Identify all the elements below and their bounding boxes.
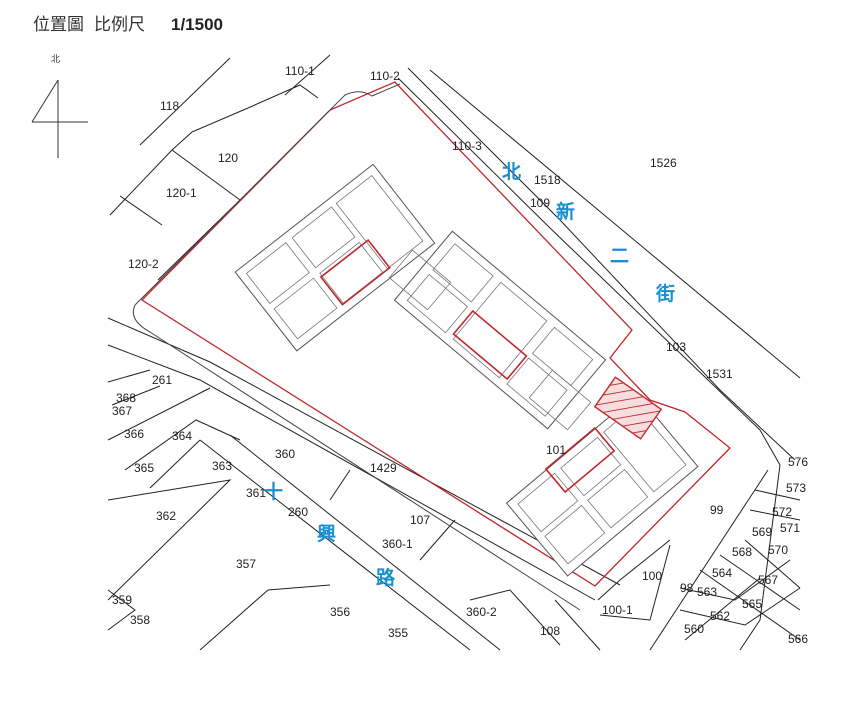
lot-label: 565 bbox=[742, 597, 762, 611]
lot-label: 359 bbox=[112, 593, 132, 607]
lot-label: 571 bbox=[780, 521, 800, 535]
lot-label: 366 bbox=[124, 427, 144, 441]
map-title: 位置圖 bbox=[33, 15, 84, 35]
lot-label: 568 bbox=[732, 545, 752, 559]
lot-label: 261 bbox=[152, 373, 172, 387]
street-label-char: 興 bbox=[317, 523, 336, 545]
lot-label: 368 bbox=[116, 391, 136, 405]
lot-label: 357 bbox=[236, 557, 256, 571]
scale-value: 1/1500 bbox=[171, 15, 223, 34]
hatched-area bbox=[593, 376, 663, 440]
lot-label: 576 bbox=[788, 455, 808, 469]
street-label-char: 路 bbox=[376, 566, 396, 589]
lot-label: 356 bbox=[330, 605, 350, 619]
street-label-char: 二 bbox=[610, 245, 629, 267]
lot-label: 367 bbox=[112, 404, 132, 418]
street-label-char: 十 bbox=[264, 480, 283, 503]
lot-label: 360 bbox=[275, 447, 295, 461]
lot-label: 564 bbox=[712, 566, 732, 580]
lot-label: 100 bbox=[642, 569, 662, 583]
lot-label: 363 bbox=[212, 459, 232, 473]
lot-label: 109 bbox=[530, 196, 550, 210]
lot-label: 569 bbox=[752, 525, 772, 539]
lot-label: 110-1 bbox=[285, 64, 315, 78]
lot-label: 99 bbox=[710, 503, 724, 517]
lot-label: 110-2 bbox=[370, 69, 400, 83]
lot-label: 100-1 bbox=[602, 603, 633, 617]
lot-label: 103 bbox=[666, 340, 686, 354]
lot-label: 118 bbox=[160, 99, 179, 113]
lot-label: 361 bbox=[246, 486, 266, 500]
lot-label: 355 bbox=[388, 626, 408, 640]
site-boundary bbox=[132, 81, 731, 611]
lot-label: 1526 bbox=[650, 156, 677, 170]
parcel-lines bbox=[107, 54, 801, 651]
lot-label: 120-2 bbox=[128, 257, 159, 271]
lot-label: 1429 bbox=[370, 461, 397, 475]
lot-label: 1518 bbox=[534, 173, 561, 187]
lot-label: 107 bbox=[410, 513, 430, 527]
lot-label: 562 bbox=[710, 609, 730, 623]
lot-label: 365 bbox=[134, 461, 154, 475]
lot-labels: 110-1 110-2 118 120 120-1 120-2 110-3 15… bbox=[112, 64, 808, 646]
lot-label: 360-1 bbox=[382, 537, 413, 551]
scale-label: 比例尺 bbox=[94, 15, 145, 35]
street-label-char: 北 bbox=[502, 161, 521, 183]
lot-label: 362 bbox=[156, 509, 176, 523]
street-label-char: 新 bbox=[556, 200, 575, 223]
lot-label: 563 bbox=[697, 585, 717, 599]
lot-label: 566 bbox=[788, 632, 808, 646]
lot-label: 567 bbox=[758, 573, 778, 587]
lot-label: 570 bbox=[768, 543, 788, 557]
lot-label: 573 bbox=[786, 481, 806, 495]
lot-label: 120 bbox=[218, 151, 238, 165]
lot-label: 260 bbox=[288, 505, 308, 519]
lot-label: 364 bbox=[172, 429, 192, 443]
street-labels: 北 新 二 街 十 興 路 bbox=[264, 161, 675, 589]
lot-label: 560 bbox=[684, 622, 704, 636]
north-arrow-icon: 北 bbox=[31, 54, 88, 158]
lot-label: 572 bbox=[772, 505, 792, 519]
street-label-char: 街 bbox=[655, 282, 675, 305]
map-header: 位置圖 比例尺 1/1500 bbox=[33, 10, 223, 36]
lot-label: 108 bbox=[540, 624, 560, 638]
lot-label: 1531 bbox=[706, 367, 733, 381]
lot-label: 98 bbox=[680, 581, 694, 595]
building-footprints bbox=[234, 163, 699, 577]
lot-label: 120-1 bbox=[166, 186, 197, 200]
lot-label: 358 bbox=[130, 613, 150, 627]
lot-label: 360-2 bbox=[466, 605, 497, 619]
lot-label: 110-3 bbox=[452, 139, 482, 153]
north-arrow-label: 北 bbox=[51, 54, 60, 65]
lot-label: 101 bbox=[546, 443, 566, 457]
